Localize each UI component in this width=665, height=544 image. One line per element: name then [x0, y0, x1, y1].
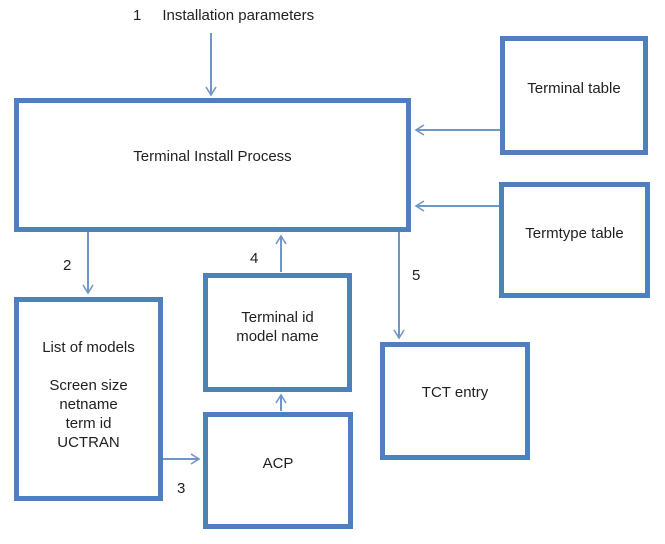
list-of-models-line: UCTRAN: [57, 434, 120, 451]
terminal-install-process-label: Terminal Install Process: [133, 147, 292, 165]
list-of-models-line: netname: [59, 396, 118, 413]
terminal-table-label: Terminal table: [527, 80, 621, 97]
step1-caption: 1 Installation parameters: [133, 7, 314, 24]
terminal-table-box: Terminal table: [500, 36, 648, 155]
list-of-models-line: Screen size: [49, 377, 128, 394]
terminal-id-line: Terminal id: [241, 308, 314, 326]
step1-number: 1: [133, 7, 142, 24]
termtype-table-box: Termtype table: [499, 182, 650, 298]
termtype-table-label: Termtype table: [525, 225, 624, 242]
list-of-models-line: term id: [65, 415, 112, 432]
step1-label: Installation parameters: [162, 7, 315, 24]
list-of-models-box: List of models Screen size netname term …: [14, 297, 163, 501]
list-of-models-line: List of models: [42, 339, 135, 356]
tct-entry-label: TCT entry: [421, 383, 489, 401]
step2-number: 2: [63, 257, 72, 274]
step3-number: 3: [177, 480, 186, 497]
tct-entry-box: TCT entry: [380, 342, 530, 460]
terminal-id-line: model name: [236, 327, 319, 345]
terminal-id-model-name-box: Terminal id model name: [203, 273, 352, 392]
step5-number: 5: [412, 267, 421, 284]
acp-box: ACP: [203, 412, 353, 529]
acp-label: ACP: [262, 455, 294, 472]
terminal-install-process-box: Terminal Install Process: [14, 98, 411, 232]
step4-number: 4: [250, 250, 259, 267]
